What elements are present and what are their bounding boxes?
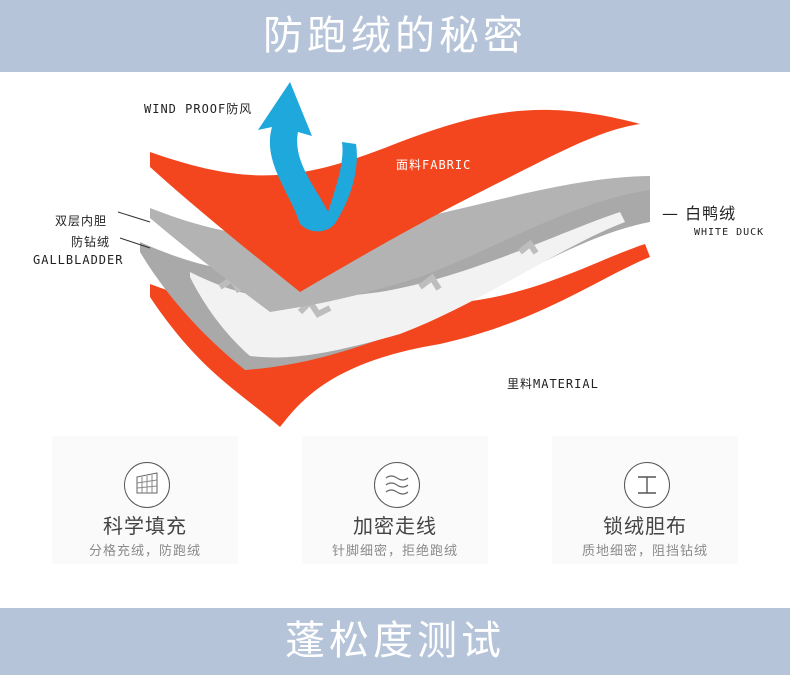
fabric-layer: [150, 109, 640, 292]
feature-title: 科学填充: [103, 514, 187, 538]
lining-layer: [150, 244, 650, 427]
layer-illustration: [117, 82, 650, 427]
grid-fill-icon: [124, 462, 170, 508]
wind-proof-label: WIND PROOF防风: [144, 102, 253, 116]
feature-row: 科学填充 分格充绒，防跑绒 加密走线 针脚细密，拒绝跑绒 锁绒胆布 质地细密，阻…: [0, 436, 790, 564]
white-duck-label-cn: — 白鸭绒: [662, 204, 737, 223]
wave-lines-icon: [374, 462, 420, 508]
footer-banner: 蓬松度测试: [0, 608, 790, 675]
wind-arrow-icon: [258, 82, 357, 232]
feature-card-stitching: 加密走线 针脚细密，拒绝跑绒: [302, 436, 488, 564]
gallbladder-top-layer: [150, 176, 650, 312]
feature-title: 加密走线: [353, 514, 437, 538]
feature-subtitle: 质地细密，阻挡钻绒: [581, 544, 708, 559]
gallbladder-label-cn-1: 双层内胆: [55, 214, 108, 228]
feature-subtitle: 分格充绒，防跑绒: [88, 544, 201, 559]
gallbladder-label-cn-2: 防钻绒: [71, 235, 111, 249]
gallbladder-label-en: GALLBLADDER: [33, 253, 124, 267]
footer-title: 蓬松度测试: [285, 618, 505, 664]
feature-title: 锁绒胆布: [603, 514, 687, 538]
feature-subtitle: 针脚细密，拒绝跑绒: [331, 544, 458, 559]
i-beam-icon: [624, 462, 670, 508]
feature-card-lining: 锁绒胆布 质地细密，阻挡钻绒: [552, 436, 738, 564]
down-filling: [190, 212, 625, 358]
feature-card-filling: 科学填充 分格充绒，防跑绒: [52, 436, 238, 564]
layer-diagram: WIND PROOF防风 面料FABRIC — 白鸭绒 WHITE DUCK 双…: [0, 72, 790, 432]
header-title: 防跑绒的秘密: [263, 13, 527, 59]
white-duck-label-en: WHITE DUCK: [694, 227, 765, 238]
header-banner: 防跑绒的秘密: [0, 0, 790, 72]
fabric-label: 面料FABRIC: [396, 158, 472, 172]
lining-label: 里料MATERIAL: [507, 377, 599, 391]
